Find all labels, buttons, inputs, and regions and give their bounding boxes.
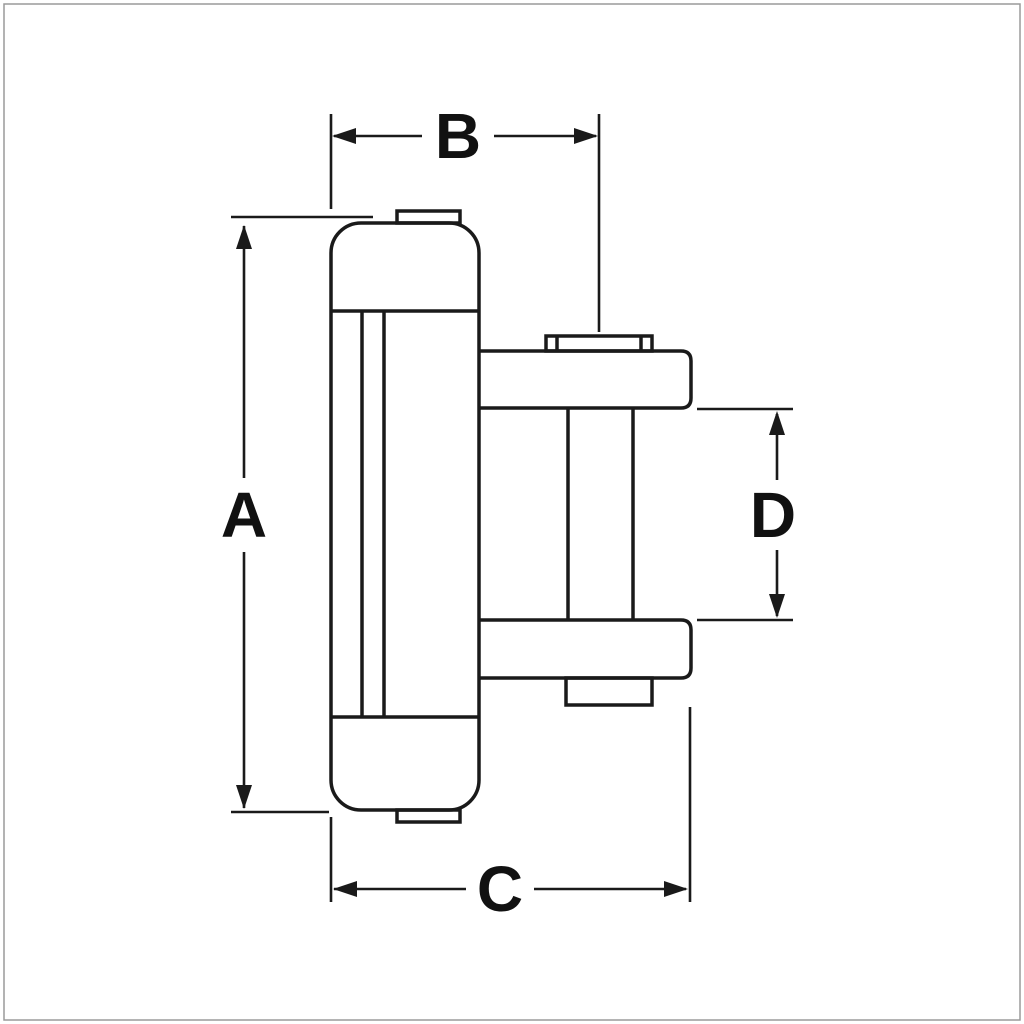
dimension-b-arrow-left-icon [332, 128, 356, 144]
hinge-bracket [479, 334, 693, 707]
hinge-body [329, 209, 481, 824]
bracket-top-arm [479, 349, 693, 410]
dimension-label-d: D [750, 479, 796, 551]
dimension-d-arrow-down-icon [769, 594, 785, 618]
hinge-body-bottom-tab [395, 808, 462, 824]
dimension-a-arrow-down-icon [236, 785, 252, 809]
dimension-d: D [697, 407, 796, 622]
dimension-c: C [329, 707, 692, 925]
bracket-top-flange [544, 334, 654, 353]
dimension-c-arrow-left-icon [333, 881, 357, 897]
dimension-c-arrow-right-icon [664, 881, 688, 897]
dimension-b-arrow-right-icon [574, 128, 598, 144]
bracket-bottom-tab [564, 676, 654, 707]
dimension-label-a: A [221, 479, 267, 551]
bracket-bottom-arm [479, 618, 693, 680]
dimension-label-c: C [477, 853, 523, 925]
hinge-body-top-tab [395, 209, 462, 225]
dimension-label-b: B [435, 100, 481, 172]
dimension-b: B [329, 100, 601, 332]
dimension-d-arrow-up-icon [769, 411, 785, 435]
dimension-a: A [221, 215, 373, 814]
dimension-a-arrow-up-icon [236, 225, 252, 249]
drawing-frame [3, 3, 1021, 1021]
